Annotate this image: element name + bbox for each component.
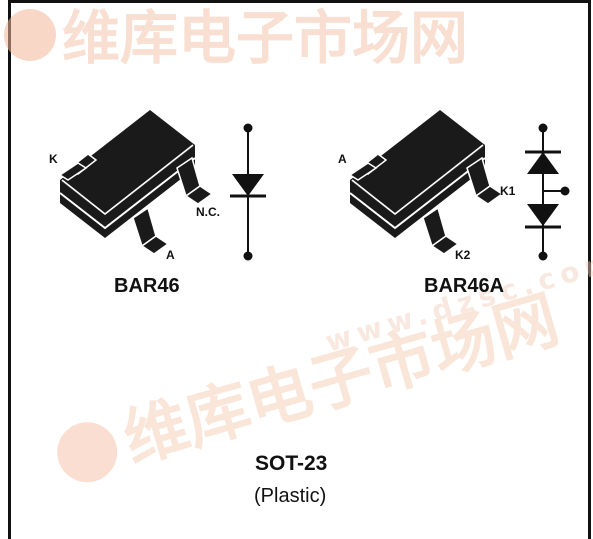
package-material: (Plastic)	[254, 485, 327, 507]
left-lead-a	[132, 206, 170, 255]
right-package-body	[349, 110, 486, 238]
left-pin-label-k: K	[49, 152, 58, 166]
left-lead-nc	[176, 156, 214, 205]
right-pin-label-a: A	[338, 152, 347, 166]
left-pin-label-nc: N.C.	[196, 205, 220, 219]
left-part-label: BAR46	[114, 275, 180, 297]
left-pin-label-a: A	[166, 248, 175, 262]
right-lead-k1	[466, 156, 504, 205]
left-lead-k	[58, 153, 98, 181]
left-diode-symbol	[230, 123, 266, 261]
right-pin-label-k2: K2	[455, 248, 471, 262]
left-package-body	[59, 110, 196, 238]
figure-frame	[8, 0, 591, 539]
package-name: SOT-23	[255, 452, 328, 475]
right-lead-a	[348, 153, 388, 181]
right-diode-pair-symbol	[525, 123, 570, 261]
right-lead-k2	[422, 206, 460, 255]
right-pin-label-k1: K1	[500, 184, 516, 198]
right-part-label: BAR46A	[424, 275, 505, 297]
